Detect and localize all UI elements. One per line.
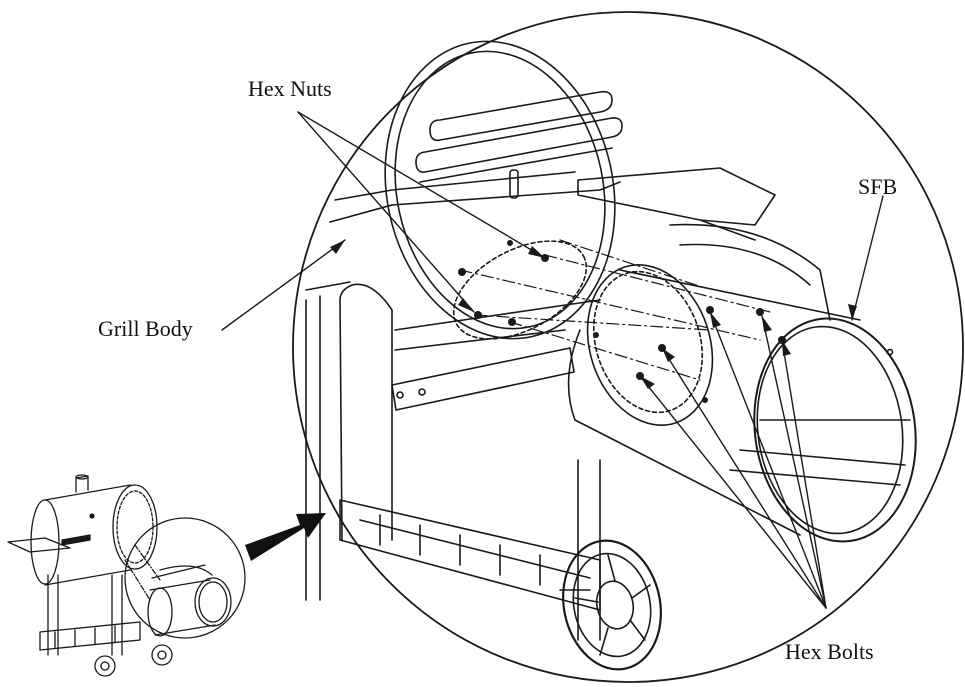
sfb-shelf <box>577 167 776 226</box>
hex-bolts-marks <box>593 306 786 403</box>
grill-body-leader <box>221 239 346 331</box>
sfb-opening <box>586 264 714 426</box>
firebox-opening <box>452 240 588 340</box>
wheel <box>562 539 662 671</box>
direction-arrow <box>245 513 326 561</box>
firebox-end-cap <box>384 40 616 340</box>
grill-body-drawing <box>305 40 662 671</box>
sfb-leader <box>851 195 884 321</box>
leader-lines <box>221 111 884 609</box>
sfb-drawing <box>567 167 917 543</box>
sfb-label: SFB <box>858 174 898 199</box>
leader-arrowheads <box>330 240 857 389</box>
grill-body-label: Grill Body <box>98 316 193 341</box>
hex-nuts-label: Hex Nuts <box>248 76 332 101</box>
sfb-end <box>753 317 917 543</box>
bottom-shelf <box>339 499 601 611</box>
overview-detail-circle <box>124 517 246 639</box>
detail-circle <box>292 11 964 683</box>
alignment-lines <box>459 239 771 381</box>
hex-bolts-label: Hex Bolts <box>785 639 874 664</box>
overview-grill-drawing <box>7 474 246 677</box>
hex-nuts-leader-2 <box>297 111 475 313</box>
bracket-bar <box>391 347 575 411</box>
hex-nuts-leader-1 <box>297 111 546 259</box>
